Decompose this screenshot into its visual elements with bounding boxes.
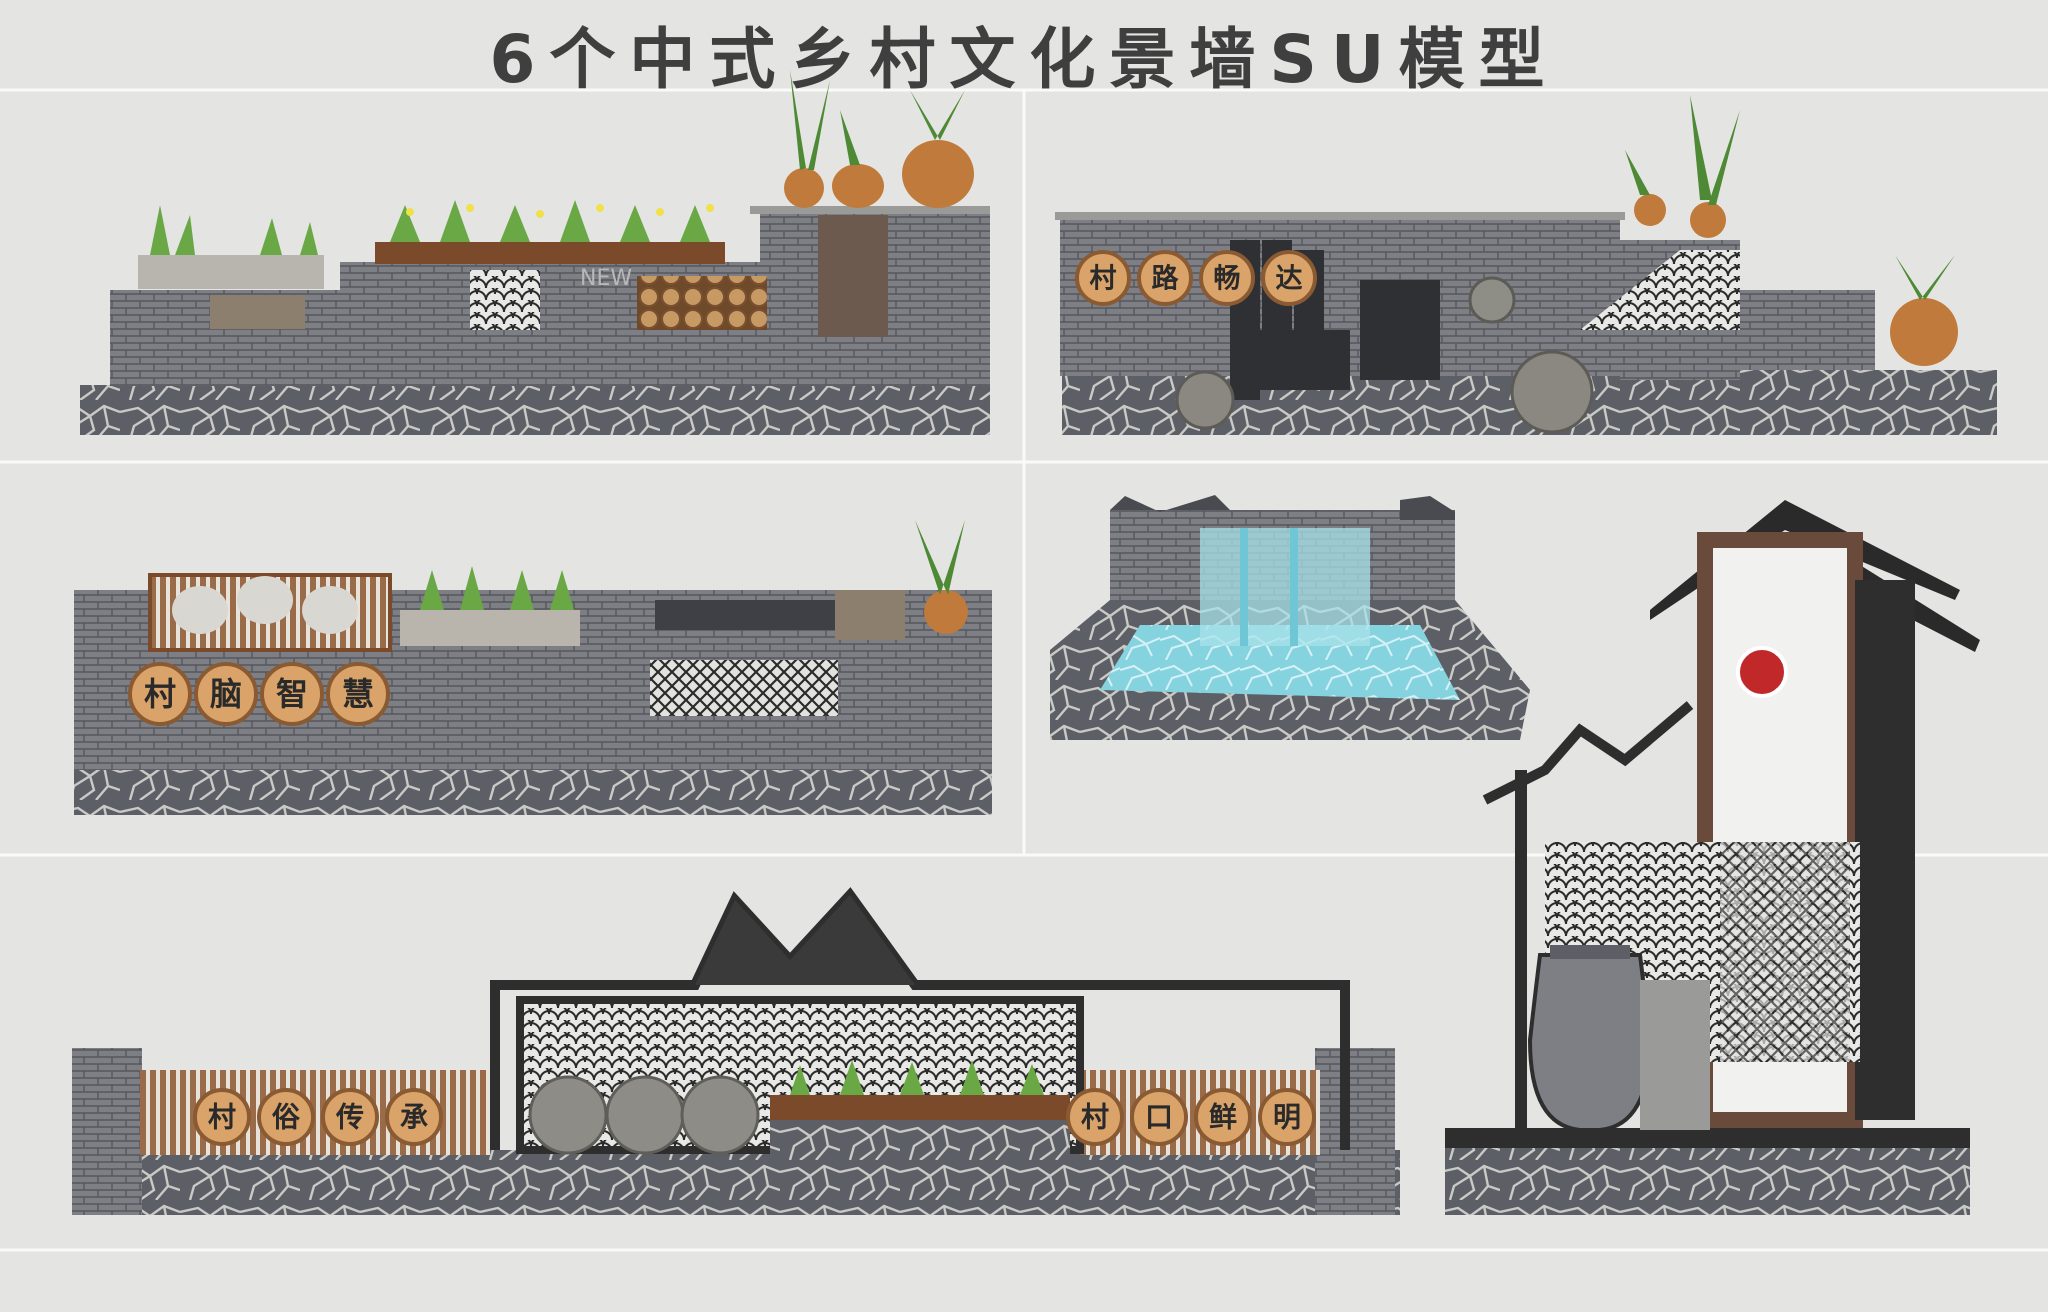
plaque-disc [1261,250,1317,306]
plaque-character: 承 [400,1101,428,1134]
wall-1: NEW [80,70,990,435]
wall-6 [1445,500,1980,1215]
plaque-character: 慧 [342,675,374,713]
wall-4 [1050,495,1530,740]
plaque-character: 俗 [272,1101,301,1134]
plaque-disc [1199,250,1255,306]
plaque-disc [260,662,324,726]
plaque-disc [326,662,390,726]
plaque-disc [1194,1088,1252,1146]
plaque-character: 畅 [1214,263,1241,294]
plaque-disc [257,1088,315,1146]
plaque-character: 路 [1152,262,1180,294]
plaque-disc [321,1088,379,1146]
watermark-text: NEW [580,266,632,291]
plaque-character: 达 [1276,263,1303,294]
plaque-disc [1075,250,1131,306]
plaque-row-wall-3: 村脑智慧 [128,662,390,726]
plaque-character: 村 [1090,263,1117,294]
plaque-disc [193,1088,251,1146]
plaque-row-wall-2: 村路畅达 [1075,250,1317,306]
plaque-row-wall-5: 村俗传承村口鲜明 [193,1088,1316,1146]
plaque-character: 村 [1081,1101,1109,1134]
wall-2: 村路畅达 [1055,95,1997,435]
plaque-character: 智 [276,675,308,713]
plaque-character: 明 [1273,1101,1301,1134]
plaque-disc [1137,250,1193,306]
plaque-character: 传 [335,1101,364,1134]
plaque-disc [194,662,258,726]
plaque-disc [1258,1088,1316,1146]
plaque-disc [385,1088,443,1146]
wall-5: 村俗传承村口鲜明 [72,887,1400,1215]
plaque-character: 村 [144,675,176,713]
plaque-disc [1130,1088,1188,1146]
plaque-character: 脑 [210,675,242,713]
plaque-character: 口 [1145,1101,1173,1134]
plaque-character: 村 [208,1101,236,1134]
plaque-disc [1066,1088,1124,1146]
plaque-character: 鲜 [1209,1101,1237,1134]
page-title: 6个中式乡村文化景墙SU模型 [489,21,1559,98]
wall-3: 村脑智慧 [74,520,992,815]
plaque-disc [128,662,192,726]
